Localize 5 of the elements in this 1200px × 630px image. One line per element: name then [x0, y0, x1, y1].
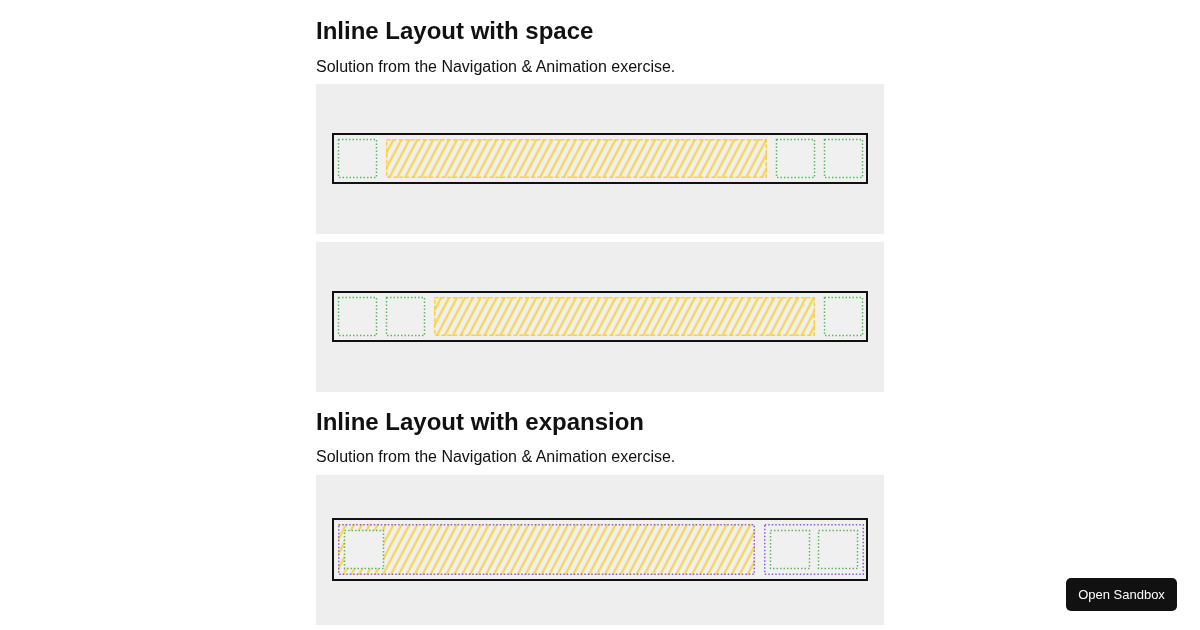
- section-heading: Inline Layout with expansion: [316, 408, 645, 436]
- open-sandbox-button: Open Sandbox: [1066, 578, 1177, 611]
- section-heading: Inline Layout with space: [316, 17, 594, 45]
- description-text: Solution from the Navigation & Animation exercise.: [316, 57, 676, 77]
- description-text: Solution from the Navigation & Animation exercise.: [316, 447, 676, 467]
